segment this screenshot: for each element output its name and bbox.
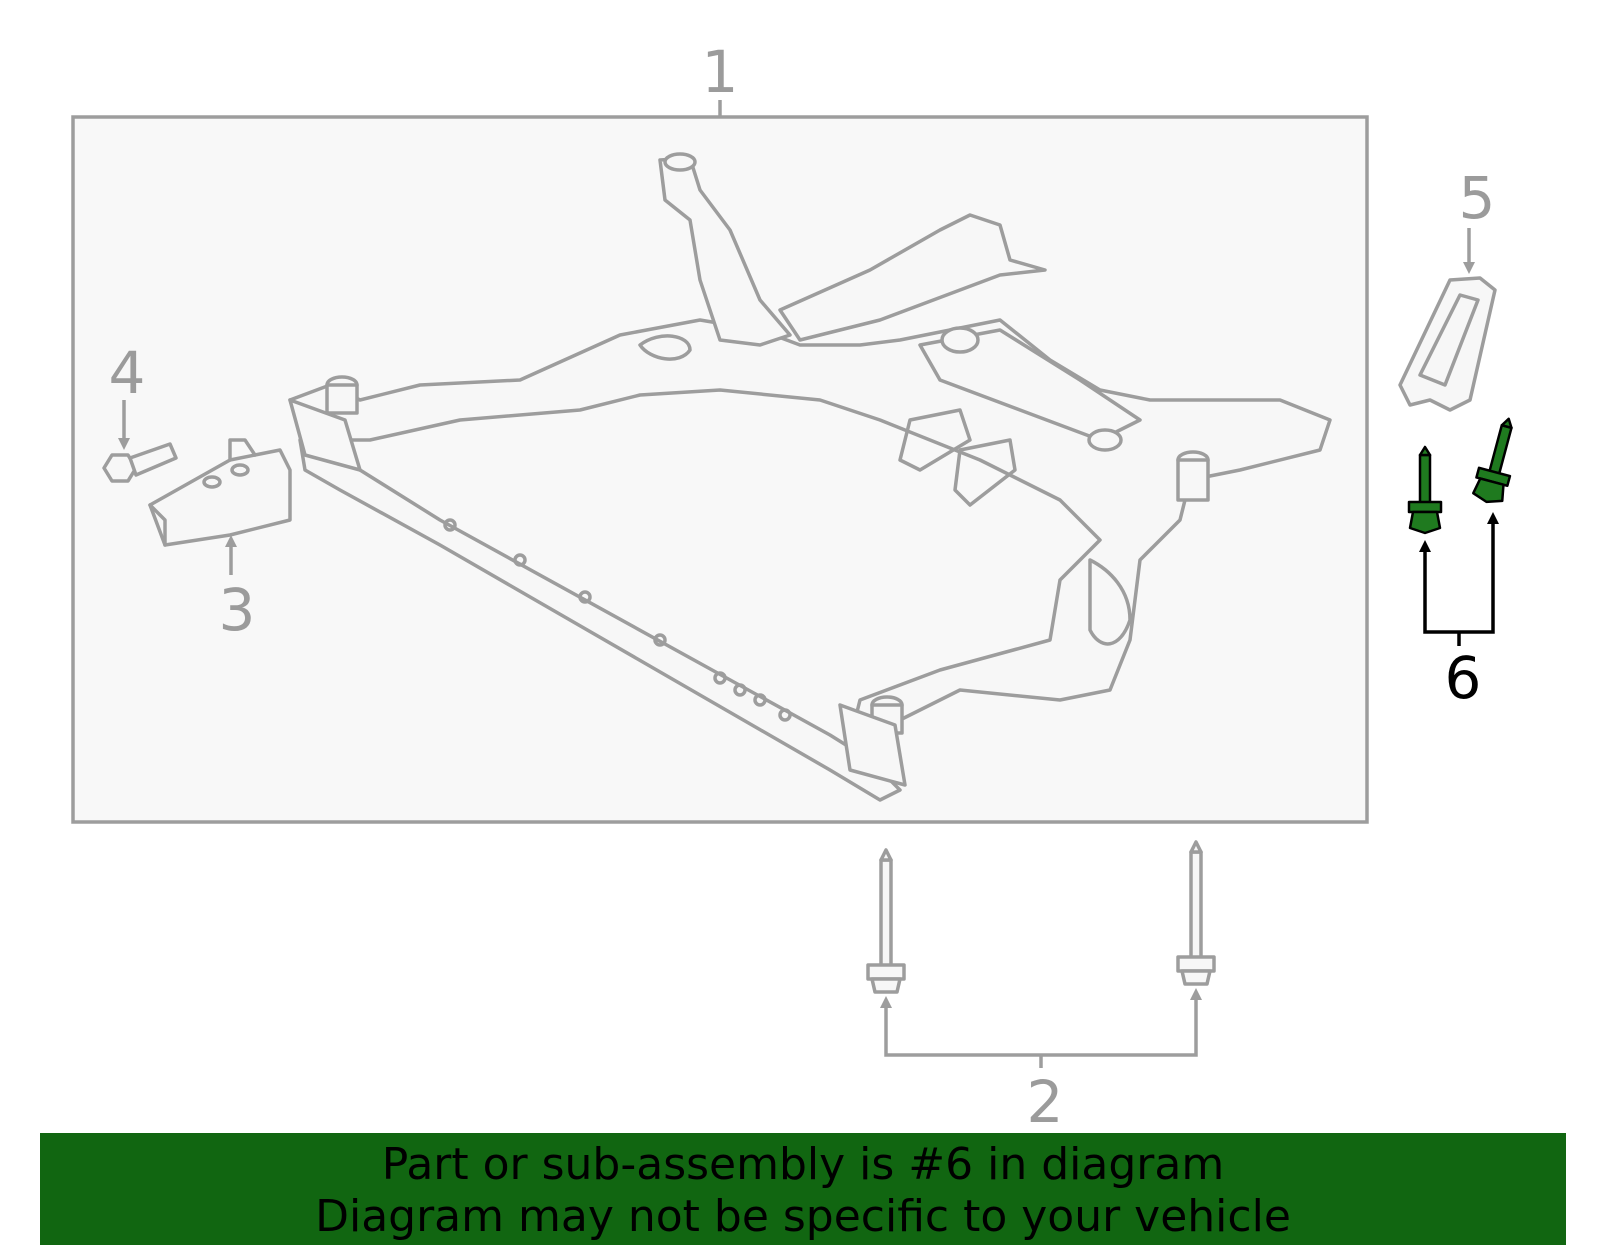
bracket-part-3 (148, 438, 292, 575)
callout-2: 2 (1027, 1068, 1064, 1136)
bolts-part-2 (866, 840, 1216, 1068)
callout-1: 1 (702, 38, 739, 106)
bolts-part-6-highlighted (1407, 417, 1513, 646)
subframe-crossmember (288, 152, 1332, 802)
plate-part-5 (1398, 228, 1497, 412)
bolt-part-4 (102, 400, 178, 483)
callout-5: 5 (1459, 164, 1496, 232)
banner-line-2: Diagram may not be specific to your vehi… (315, 1191, 1291, 1242)
info-banner: Part or sub-assembly is #6 in diagram Di… (40, 1133, 1566, 1245)
banner-line-1: Part or sub-assembly is #6 in diagram (381, 1139, 1225, 1190)
callout-6: 6 (1445, 644, 1482, 712)
callout-3: 3 (219, 576, 256, 644)
callout-4: 4 (109, 339, 146, 407)
